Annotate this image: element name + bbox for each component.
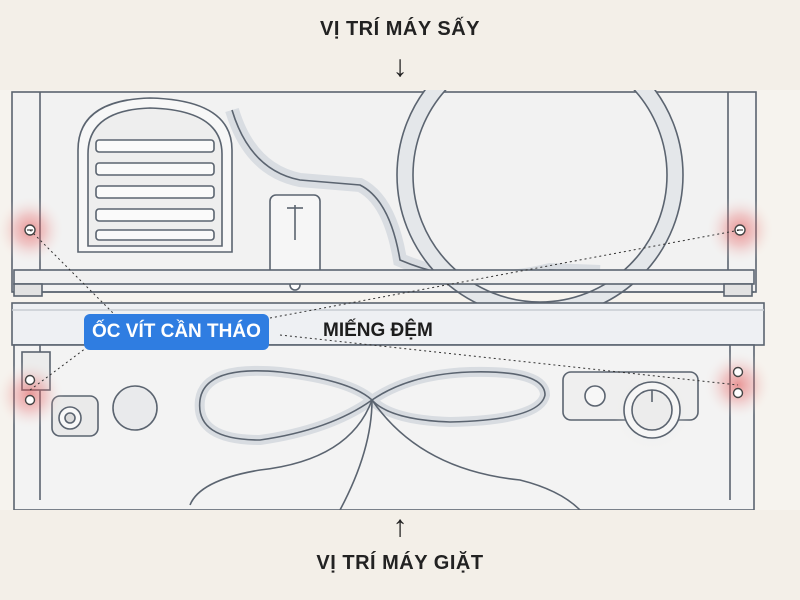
coiled-drain-hose [189, 365, 581, 510]
washer-back-panel [13, 344, 755, 510]
screws-to-remove-callout: ỐC VÍT CẦN THÁO [84, 314, 269, 350]
dryer-vent-grille [77, 97, 233, 253]
washer-round-cap [112, 385, 158, 431]
screw-bottom-left-icon [0, 361, 64, 429]
water-inlet-fitting [51, 395, 99, 437]
dryer-back-panel [11, 90, 757, 319]
screw-top-right-icon [706, 196, 774, 264]
pad-label: MIẾNG ĐỆM [323, 320, 433, 341]
arrow-down-icon: ↓ [392, 50, 408, 83]
screw-top-left-icon [0, 196, 64, 264]
washer-control-box [562, 371, 699, 450]
dryer-position-label: VỊ TRÍ MÁY SẤY [320, 18, 480, 40]
leader-lines [29, 229, 741, 391]
arrow-up-icon: ↑ [392, 510, 408, 543]
washer-position-label: VỊ TRÍ MÁY GIẶT [316, 552, 484, 574]
dryer-washer-stack-diagram [0, 90, 800, 510]
